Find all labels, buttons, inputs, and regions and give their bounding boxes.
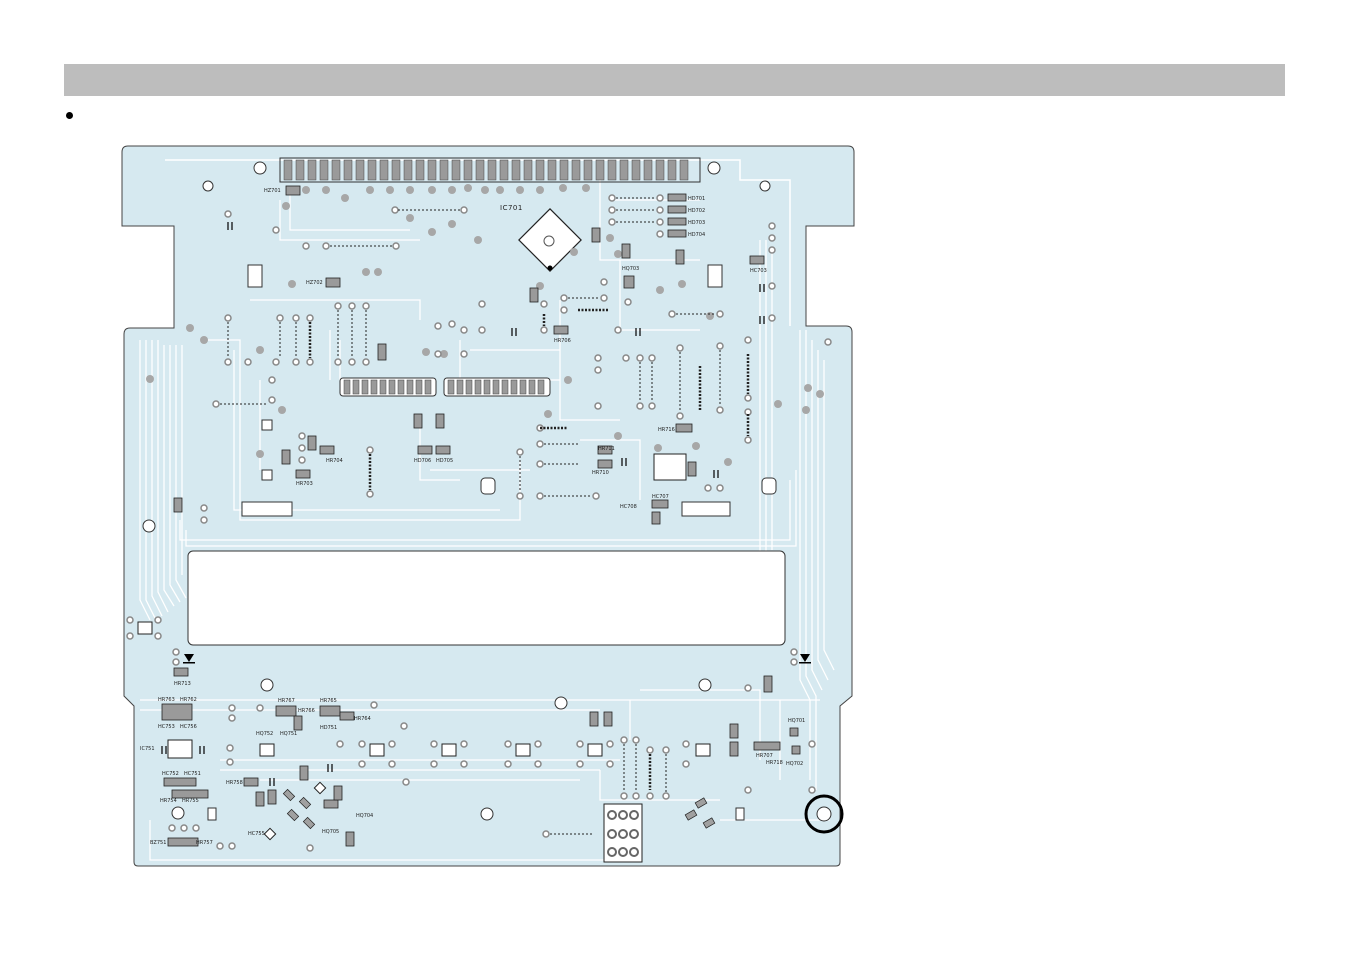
connector-pins	[283, 159, 689, 181]
label-hz701: HZ701	[264, 188, 281, 194]
board-slots	[207, 264, 777, 821]
label-hc752: HC752	[162, 771, 179, 777]
label-bz751: BZ751	[150, 840, 166, 846]
label-ic751: IC751	[140, 746, 155, 752]
label-hr718: HR718	[766, 760, 783, 766]
label-hr765: HR765	[320, 698, 337, 704]
section-header-bar	[64, 64, 1285, 96]
label-hq703: HQ703	[622, 266, 639, 272]
label-hq702: HQ702	[786, 761, 803, 767]
label-hr757: HR757	[196, 840, 213, 846]
label-hd703: HD703	[688, 220, 705, 226]
label-hr706: HR706	[554, 338, 571, 344]
label-hq751: HQ751	[280, 731, 297, 737]
diode-symbols	[183, 654, 811, 664]
label-hd702: HD702	[688, 208, 705, 214]
label-hd751: HD751	[320, 725, 337, 731]
label-hr758: HR758	[226, 780, 243, 786]
label-hq705: HQ705	[322, 829, 339, 835]
pcb-board-outline	[121, 145, 855, 867]
label-hr763: HR763	[158, 697, 175, 703]
smd-components	[161, 185, 801, 847]
label-hd706: HD706	[414, 458, 431, 464]
label-hd701: HD701	[688, 196, 705, 202]
label-hq704: HQ704	[356, 813, 373, 819]
label-hr710: HR710	[592, 470, 609, 476]
bullet-point	[66, 112, 73, 119]
through-hole-pads	[126, 194, 832, 852]
label-hc753: HC753	[158, 724, 175, 730]
capacitor-symbols	[161, 222, 765, 786]
top-edge-connector	[279, 157, 701, 183]
label-hc755: HC755	[248, 831, 265, 837]
label-hr713: HR713	[174, 681, 191, 687]
label-hq752: HQ752	[256, 731, 273, 737]
label-hc756: HC756	[180, 724, 197, 730]
label-hq701: HQ701	[788, 718, 805, 724]
label-hr703: HR703	[296, 481, 313, 487]
label-hc708: HC708	[620, 504, 637, 510]
label-hd705: HD705	[436, 458, 453, 464]
label-hr704: HR704	[326, 458, 343, 464]
label-hz702: HZ702	[306, 280, 323, 286]
ic751-chip	[167, 739, 193, 759]
label-hr754: HR754	[160, 798, 177, 804]
transistor-footprints	[137, 621, 711, 757]
ic701-label: IC701	[500, 204, 523, 212]
label-hc707: HC707	[652, 494, 669, 500]
label-hr707: HR707	[756, 753, 773, 759]
mounting-holes	[142, 161, 771, 821]
label-hc751: HC751	[184, 771, 201, 777]
rotated-smd-parts	[282, 788, 716, 830]
label-hr762: HR762	[180, 697, 197, 703]
label-hc703: HC703	[750, 268, 767, 274]
label-hr755: HR755	[182, 798, 199, 804]
highlighted-hole-marker	[804, 794, 844, 834]
lcd-display-window	[187, 550, 786, 646]
ic701-chip: IC701	[500, 204, 582, 272]
label-hd704: HD704	[688, 232, 705, 238]
label-hr767: HR767	[278, 698, 295, 704]
label-hr716: HR716	[658, 427, 675, 433]
jumper-wires	[220, 197, 721, 835]
label-hr764: HR764	[354, 716, 371, 722]
ic702-chip	[653, 453, 687, 481]
label-hr766: HR766	[298, 708, 315, 714]
label-hr711: HR711	[598, 446, 615, 452]
